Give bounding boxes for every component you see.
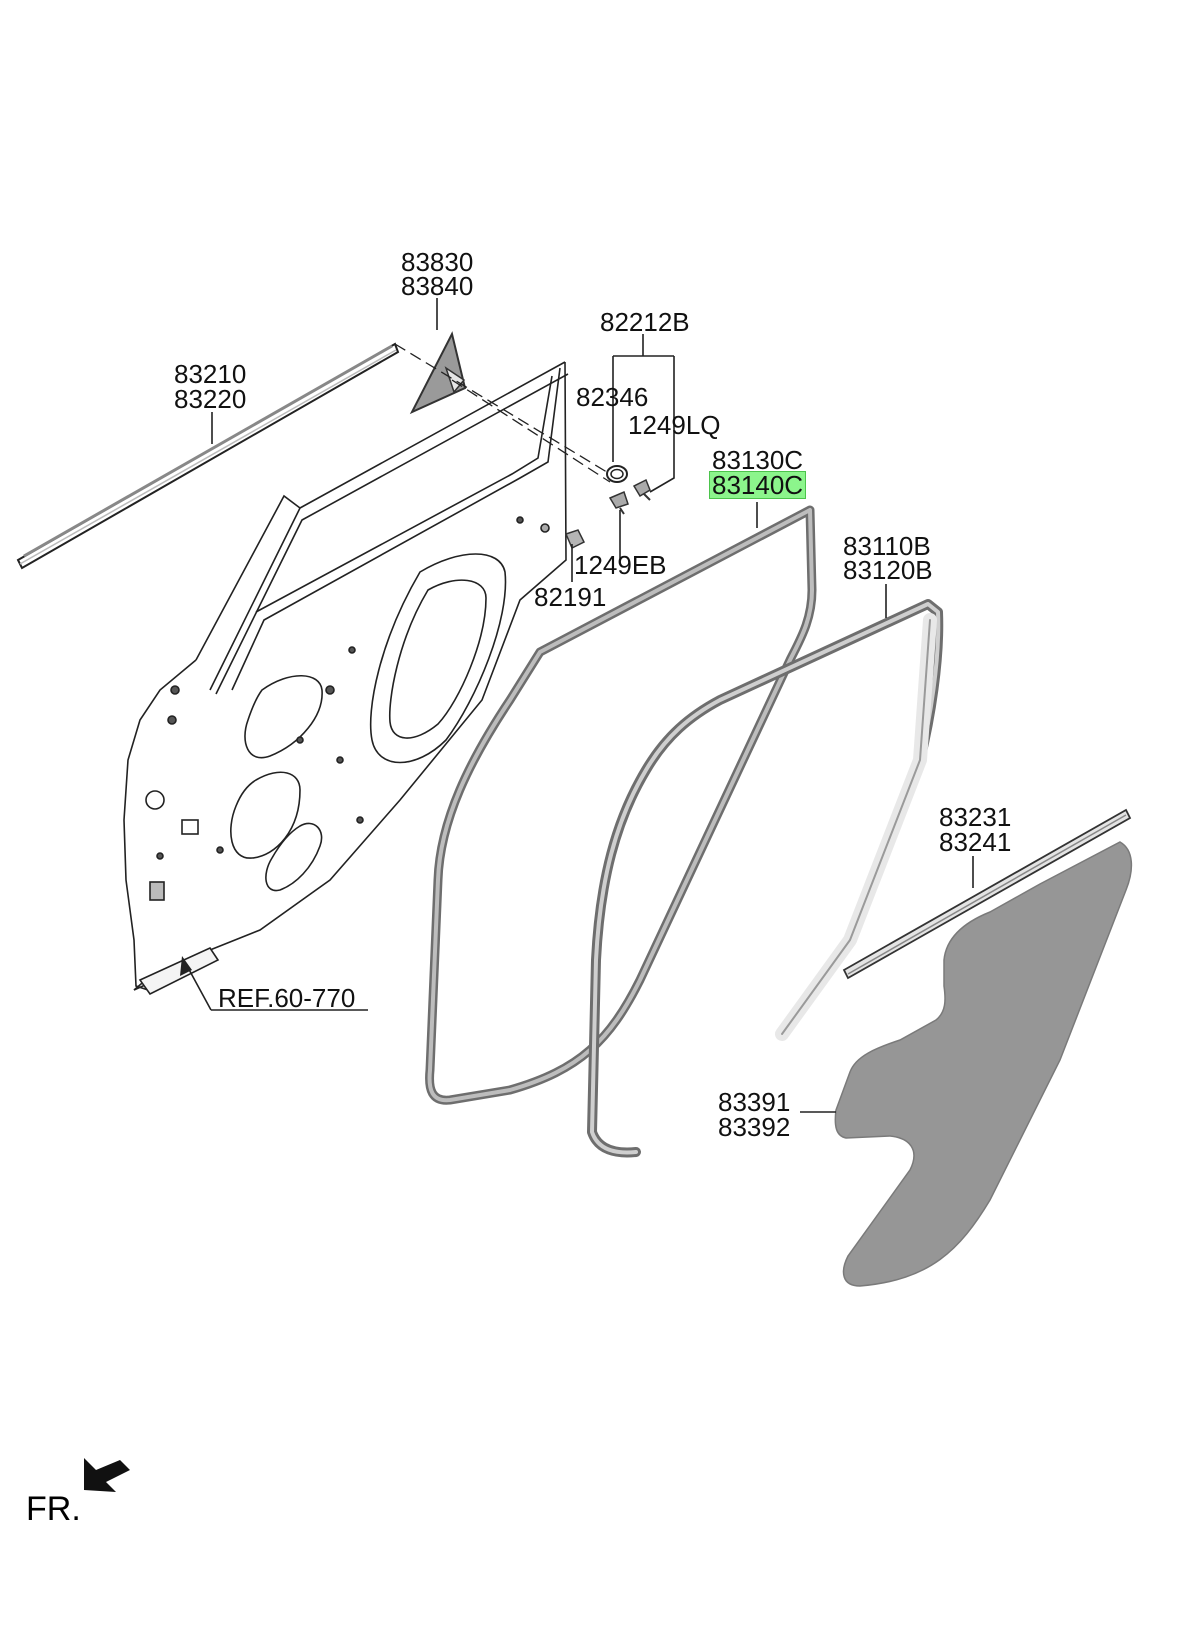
label-ref-60-770[interactable]: REF.60-770	[218, 983, 356, 1013]
label-83220[interactable]: 83220	[174, 384, 247, 414]
label-83210[interactable]: 83210	[174, 359, 247, 389]
label-83392[interactable]: 83392	[718, 1112, 791, 1142]
belt-outer-moulding[interactable]	[16, 342, 400, 570]
clip-1249lq[interactable]	[632, 478, 651, 501]
bumper-82191[interactable]	[564, 529, 586, 550]
label-83140c-highlighted[interactable]: 83140C	[708, 470, 807, 500]
front-arrow-icon	[84, 1458, 130, 1492]
front-direction-label: FR.	[26, 1490, 81, 1528]
sealing-cover[interactable]	[834, 841, 1133, 1287]
label-83840[interactable]: 83840	[401, 271, 474, 301]
door-side-weatherstrip[interactable]	[425, 505, 817, 1105]
clip-1249eb[interactable]	[608, 490, 629, 515]
door-panel	[123, 343, 621, 996]
label-1249eb[interactable]: 1249EB	[574, 550, 667, 580]
label-82212b[interactable]: 82212B	[600, 307, 690, 337]
label-83241[interactable]: 83241	[939, 827, 1012, 857]
label-82346[interactable]: 82346	[576, 382, 649, 412]
leader-lines	[185, 298, 974, 1113]
label-83231[interactable]: 83231	[939, 802, 1012, 832]
grommet-82346[interactable]	[606, 465, 628, 483]
body-side-weatherstrip[interactable]	[587, 599, 944, 1158]
delta-cover[interactable]	[409, 331, 467, 415]
belt-inner-weatherstrip[interactable]	[842, 808, 1132, 980]
label-1249lq[interactable]: 1249LQ	[628, 410, 721, 440]
ref-arrowhead	[180, 956, 192, 976]
label-83391[interactable]: 83391	[718, 1087, 791, 1117]
label-83110b[interactable]: 83110B	[843, 531, 931, 561]
label-83130c[interactable]: 83130C	[712, 445, 804, 475]
label-83120b[interactable]: 83120B	[843, 555, 933, 585]
label-82191[interactable]: 82191	[534, 582, 607, 612]
label-83830[interactable]: 83830	[401, 247, 474, 277]
